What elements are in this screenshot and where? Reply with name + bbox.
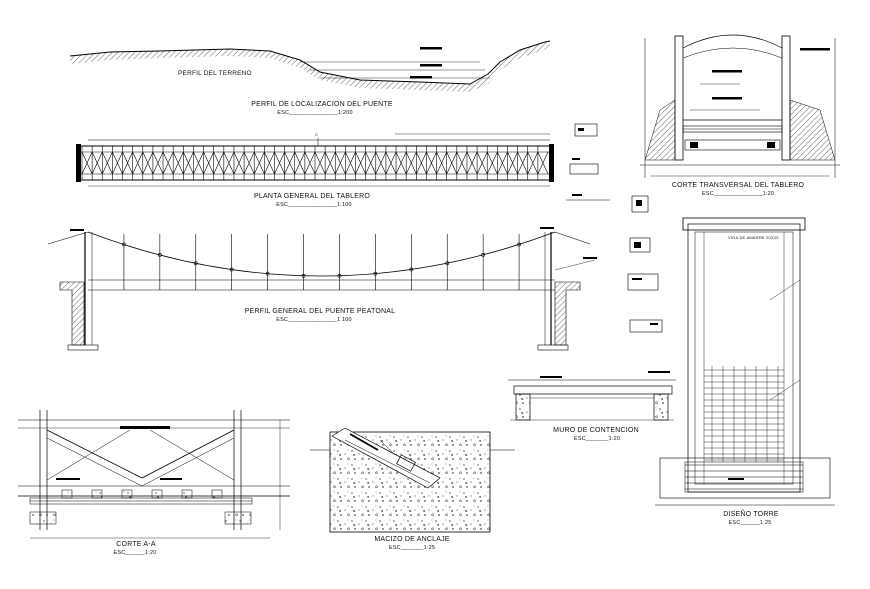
tower-view <box>655 217 835 506</box>
bridge-profile-view <box>47 227 597 351</box>
cable-clamp <box>445 261 450 266</box>
tower-scale: ESC______1:25 <box>728 520 772 526</box>
floor-beam-block <box>121 489 133 499</box>
small-details <box>566 123 663 333</box>
cable-clamp <box>122 242 126 247</box>
floor-beam-block <box>211 489 223 499</box>
floor-beam-block <box>61 489 73 499</box>
cable-clamp <box>301 273 306 278</box>
cross-section-view <box>640 34 840 178</box>
deck-plan-scale: ESC_______________1:100 <box>276 202 352 208</box>
retaining-wall-scale: ESC_______1:20 <box>573 436 621 442</box>
retaining-wall-title: MURO DE CONTENCION <box>553 427 639 434</box>
deck-plan-view <box>76 133 554 187</box>
cross-section-title: CORTE TRANSVERSAL DEL TABLERO <box>671 182 805 189</box>
anchorage-title: MACIZO DE ANCLAJE <box>374 536 450 543</box>
bridge-profile-scale: ESC_______________1:100 <box>276 317 352 323</box>
cross-section-scale: ESC_______________1:20 <box>701 191 775 197</box>
cable-clamp <box>373 271 378 276</box>
cable-clamp <box>229 267 234 272</box>
terrain-profile-view <box>69 40 551 92</box>
cable-clamp <box>481 253 486 257</box>
cable-clamp <box>517 242 521 247</box>
retaining-wall-view <box>508 371 676 421</box>
deck-axis-mark: C <box>315 132 319 137</box>
cable-clamp <box>157 253 162 257</box>
section-aa-scale: ESC______1:20 <box>113 550 157 556</box>
terrain-profile-title: PERFIL DE LOCALIZACION DEL PUENTE <box>251 101 393 108</box>
cable-clamp <box>193 261 198 266</box>
section-aa-title: CORTE A-A <box>116 541 156 548</box>
floor-beam-block <box>181 489 193 499</box>
tower-title: DISEÑO TORRE <box>723 511 779 518</box>
anchorage-view <box>310 427 515 533</box>
anchorage-scale: ESC_______1:25 <box>388 545 436 551</box>
section-aa-view <box>18 410 290 539</box>
floor-beam-block <box>151 489 163 499</box>
bridge-profile-title: PERFIL GENERAL DEL PUENTE PEATONAL <box>244 308 396 315</box>
tower-top-note: VIGA DE AMARRE 20X20 <box>728 235 779 240</box>
terrain-profile-scale: ESC_______________1:200 <box>277 110 353 116</box>
floor-beam-block <box>91 489 103 499</box>
cable-clamp <box>337 273 342 278</box>
deck-plan-title: PLANTA GENERAL DEL TABLERO <box>254 193 370 200</box>
terrain-ground-label: PERFIL DEL TERRENO <box>178 70 252 77</box>
cable-clamp <box>265 271 270 276</box>
cable-clamp <box>409 267 414 272</box>
